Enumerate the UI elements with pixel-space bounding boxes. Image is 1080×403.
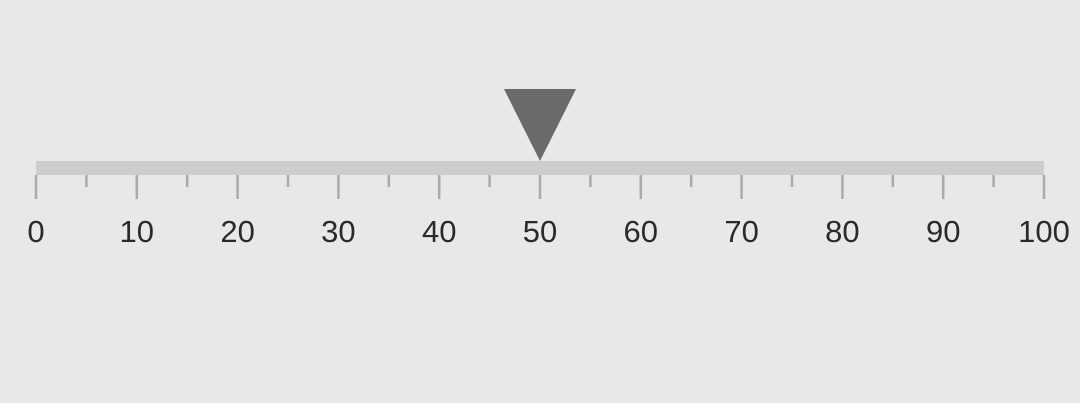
triangle-down-marker-icon[interactable]	[504, 89, 576, 161]
tick-label: 90	[926, 214, 960, 249]
tick-label: 50	[523, 214, 557, 249]
tick-label: 40	[422, 214, 456, 249]
tick-label: 80	[825, 214, 859, 249]
tick-label: 10	[120, 214, 154, 249]
gauge-track	[36, 161, 1044, 175]
tick-label: 20	[220, 214, 254, 249]
tick-label: 0	[27, 214, 44, 249]
tick-label: 30	[321, 214, 355, 249]
gauge-labels: 0 10 20 30 40 50 60 70 80 90 100	[27, 214, 1069, 249]
tick-label: 60	[624, 214, 658, 249]
gauge-ticks	[34, 175, 1046, 199]
tick-label: 70	[724, 214, 758, 249]
tick-label: 100	[1018, 214, 1070, 249]
